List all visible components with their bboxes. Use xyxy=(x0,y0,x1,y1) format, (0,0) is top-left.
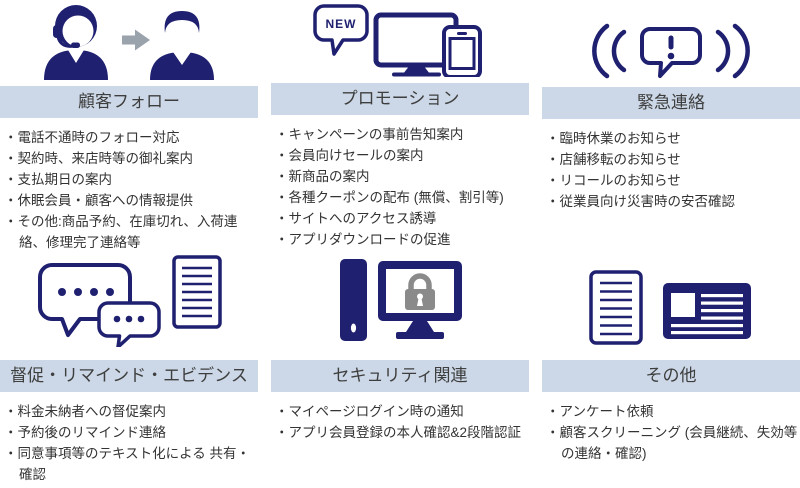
other-icons xyxy=(542,250,800,360)
list-item: 料金未納者への督促案内 xyxy=(4,401,258,422)
list-item: 電話不通時のフォロー対応 xyxy=(4,127,258,148)
list-item: 従業員向け災害時の安否確認 xyxy=(546,191,800,212)
chat-bubbles-icon xyxy=(38,263,161,347)
list-item: 同意事項等のテキスト化による 共有・確認 xyxy=(4,443,258,485)
section-reminder-evidence: 督促・リマインド・エビデンス 料金未納者への督促案内 予約後のリマインド連絡 同… xyxy=(0,250,258,488)
list-item: アプリ会員登録の本人確認&2段階認証 xyxy=(275,422,529,443)
section-security: セキュリティ関連 マイページログイン時の通知 アプリ会員登録の本人確認&2段階認… xyxy=(271,250,529,488)
businessman-icon xyxy=(150,11,214,80)
sound-waves-left-icon xyxy=(592,23,627,79)
alert-speech-bubble-icon xyxy=(640,27,702,78)
section-title-security: セキュリティ関連 xyxy=(271,360,529,392)
secure-computer-icon xyxy=(340,259,462,341)
document-and-card-icon xyxy=(589,270,751,345)
section-title-other: その他 xyxy=(542,360,800,392)
operator-headset-icon xyxy=(44,5,108,80)
document-icon xyxy=(172,255,222,329)
promotion-icons: NEW xyxy=(271,0,529,83)
list-item: キャンペーンの事前告知案内 xyxy=(275,124,529,145)
section-title-customer-follow: 顧客フォロー xyxy=(0,86,258,118)
document-icon xyxy=(589,270,643,345)
list-item: 会員向けセールの案内 xyxy=(275,145,529,166)
list-item: 店舗移転のお知らせ xyxy=(546,149,800,170)
section-title-reminder-evidence: 督促・リマインド・エビデンス xyxy=(0,360,258,392)
list-item: アプリダウンロードの促進 xyxy=(275,229,529,250)
promotion-list: キャンペーンの事前告知案内 会員向けセールの案内 新商品の案内 各種クーポンの配… xyxy=(275,124,529,250)
section-emergency: 緊急連絡 臨時休業のお知らせ 店舗移転のお知らせ リコールのお知らせ 従業員向け… xyxy=(542,0,800,250)
section-customer-follow: 顧客フォロー 電話不通時のフォロー対応 契約時、来店時等の御礼案内 支払期日の案… xyxy=(0,0,258,250)
list-item: 顧客スクリーニング (会員継続、失効等の連絡・確認) xyxy=(546,422,800,464)
security-icons xyxy=(271,250,529,360)
new-speech-bubble-icon: NEW xyxy=(313,4,369,56)
promotion-devices-icon: NEW xyxy=(313,4,482,77)
list-item: 予約後のリマインド連絡 xyxy=(4,422,258,443)
chat-and-document-icon xyxy=(38,255,222,347)
list-item: アンケート依頼 xyxy=(546,401,800,422)
customer-follow-icons xyxy=(0,0,258,86)
list-item: 休眠会員・顧客への情報提供 xyxy=(4,190,258,211)
list-item: 契約時、来店時等の御礼案内 xyxy=(4,148,258,169)
id-card-icon xyxy=(663,283,751,339)
emergency-icons xyxy=(542,0,800,87)
customer-follow-list: 電話不通時のフォロー対応 契約時、来店時等の御礼案内 支払期日の案内 休眠会員・… xyxy=(4,127,258,253)
list-item: 各種クーポンの配布 (無償、割引等) xyxy=(275,187,529,208)
new-label: NEW xyxy=(326,17,357,31)
pc-tower-icon xyxy=(340,259,367,341)
arrow-right-icon xyxy=(122,29,150,51)
section-title-promotion: プロモーション xyxy=(271,83,529,115)
list-item: 臨時休業のお知らせ xyxy=(546,128,800,149)
alert-broadcast-icon xyxy=(592,23,750,79)
sound-waves-right-icon xyxy=(715,23,750,79)
operator-to-customer-icon xyxy=(44,5,214,80)
section-promotion: NEW プロモーション キャンペーンの事前告知案内 会員向けセールの案内 新商品… xyxy=(271,0,529,250)
section-title-emergency: 緊急連絡 xyxy=(542,87,800,119)
emergency-list: 臨時休業のお知らせ 店舗移転のお知らせ リコールのお知らせ 従業員向け災害時の安… xyxy=(546,128,800,212)
section-other: その他 アンケート依頼 顧客スクリーニング (会員継続、失効等の連絡・確認) xyxy=(542,250,800,488)
list-item: 新商品の案内 xyxy=(275,166,529,187)
reminder-list: 料金未納者への督促案内 予約後のリマインド連絡 同意事項等のテキスト化による 共… xyxy=(4,401,258,485)
list-item: マイページログイン時の通知 xyxy=(275,401,529,422)
lock-icon xyxy=(405,273,435,310)
list-item: その他:商品予約、在庫切れ、入荷連絡、修理完了連絡等 xyxy=(4,211,258,253)
other-list: アンケート依頼 顧客スクリーニング (会員継続、失効等の連絡・確認) xyxy=(546,401,800,464)
reminder-icons xyxy=(0,250,258,360)
security-list: マイページログイン時の通知 アプリ会員登録の本人確認&2段階認証 xyxy=(275,401,529,443)
smartphone-icon xyxy=(442,25,482,77)
list-item: 支払期日の案内 xyxy=(4,169,258,190)
list-item: リコールのお知らせ xyxy=(546,170,800,191)
list-item: サイトへのアクセス誘導 xyxy=(275,208,529,229)
